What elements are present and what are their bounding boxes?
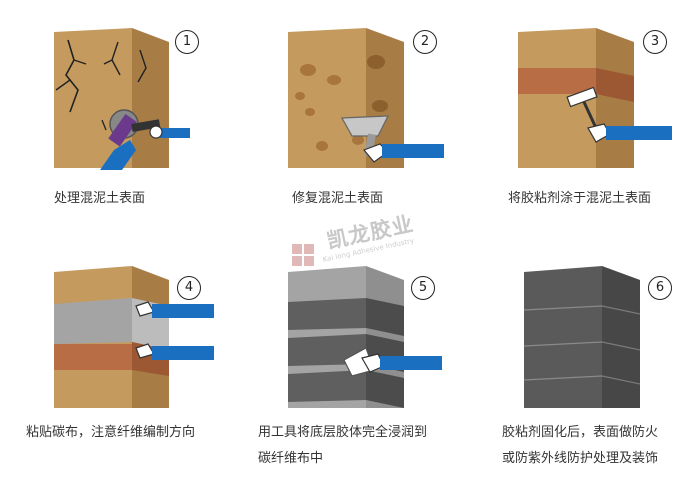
- step-6-caption-line1: 胶粘剂固化后，表面做防火: [502, 425, 659, 440]
- step-5-caption-line2: 碳纤维布中: [258, 451, 324, 466]
- step-1-illustration: [54, 28, 190, 170]
- step-6-caption-line2: 或防紫外线防护处理及装饰: [502, 451, 659, 466]
- step-4-caption: 粘贴碳布，注意纤维编制方向: [26, 425, 196, 440]
- step-5-panel: 5: [270, 258, 450, 413]
- step-1-number-badge: 1: [175, 30, 199, 54]
- step-3-panel: 3: [500, 20, 680, 180]
- step-5-illustration: [288, 266, 442, 408]
- step-1-caption: 处理混泥土表面: [54, 191, 146, 206]
- step-2-illustration: [288, 28, 444, 168]
- step-3-number-badge: 3: [643, 30, 667, 54]
- watermark: 凯龙胶业 Kai long Adhesive Industry: [288, 212, 428, 286]
- step-6-panel: 6: [500, 258, 680, 413]
- step-1-panel: 1: [40, 20, 210, 180]
- step-6-illustration: [523, 266, 641, 408]
- step-2-panel: 2: [270, 20, 450, 180]
- watermark-logo-icon: [292, 244, 314, 266]
- step-2-caption: 修复混泥土表面: [292, 191, 384, 206]
- step-5-caption-line1: 用工具将底层胶体完全浸润到: [258, 425, 428, 440]
- step-4-number-badge: 4: [177, 276, 201, 300]
- step-4-illustration: [54, 266, 214, 408]
- step-3-caption: 将胶粘剂涂于混泥土表面: [508, 191, 652, 206]
- step-3-illustration: [518, 28, 672, 168]
- step-4-panel: 4: [40, 258, 220, 413]
- step-6-number-badge: 6: [648, 276, 672, 300]
- step-5-number-badge: 5: [411, 276, 435, 300]
- step-2-number-badge: 2: [413, 30, 437, 54]
